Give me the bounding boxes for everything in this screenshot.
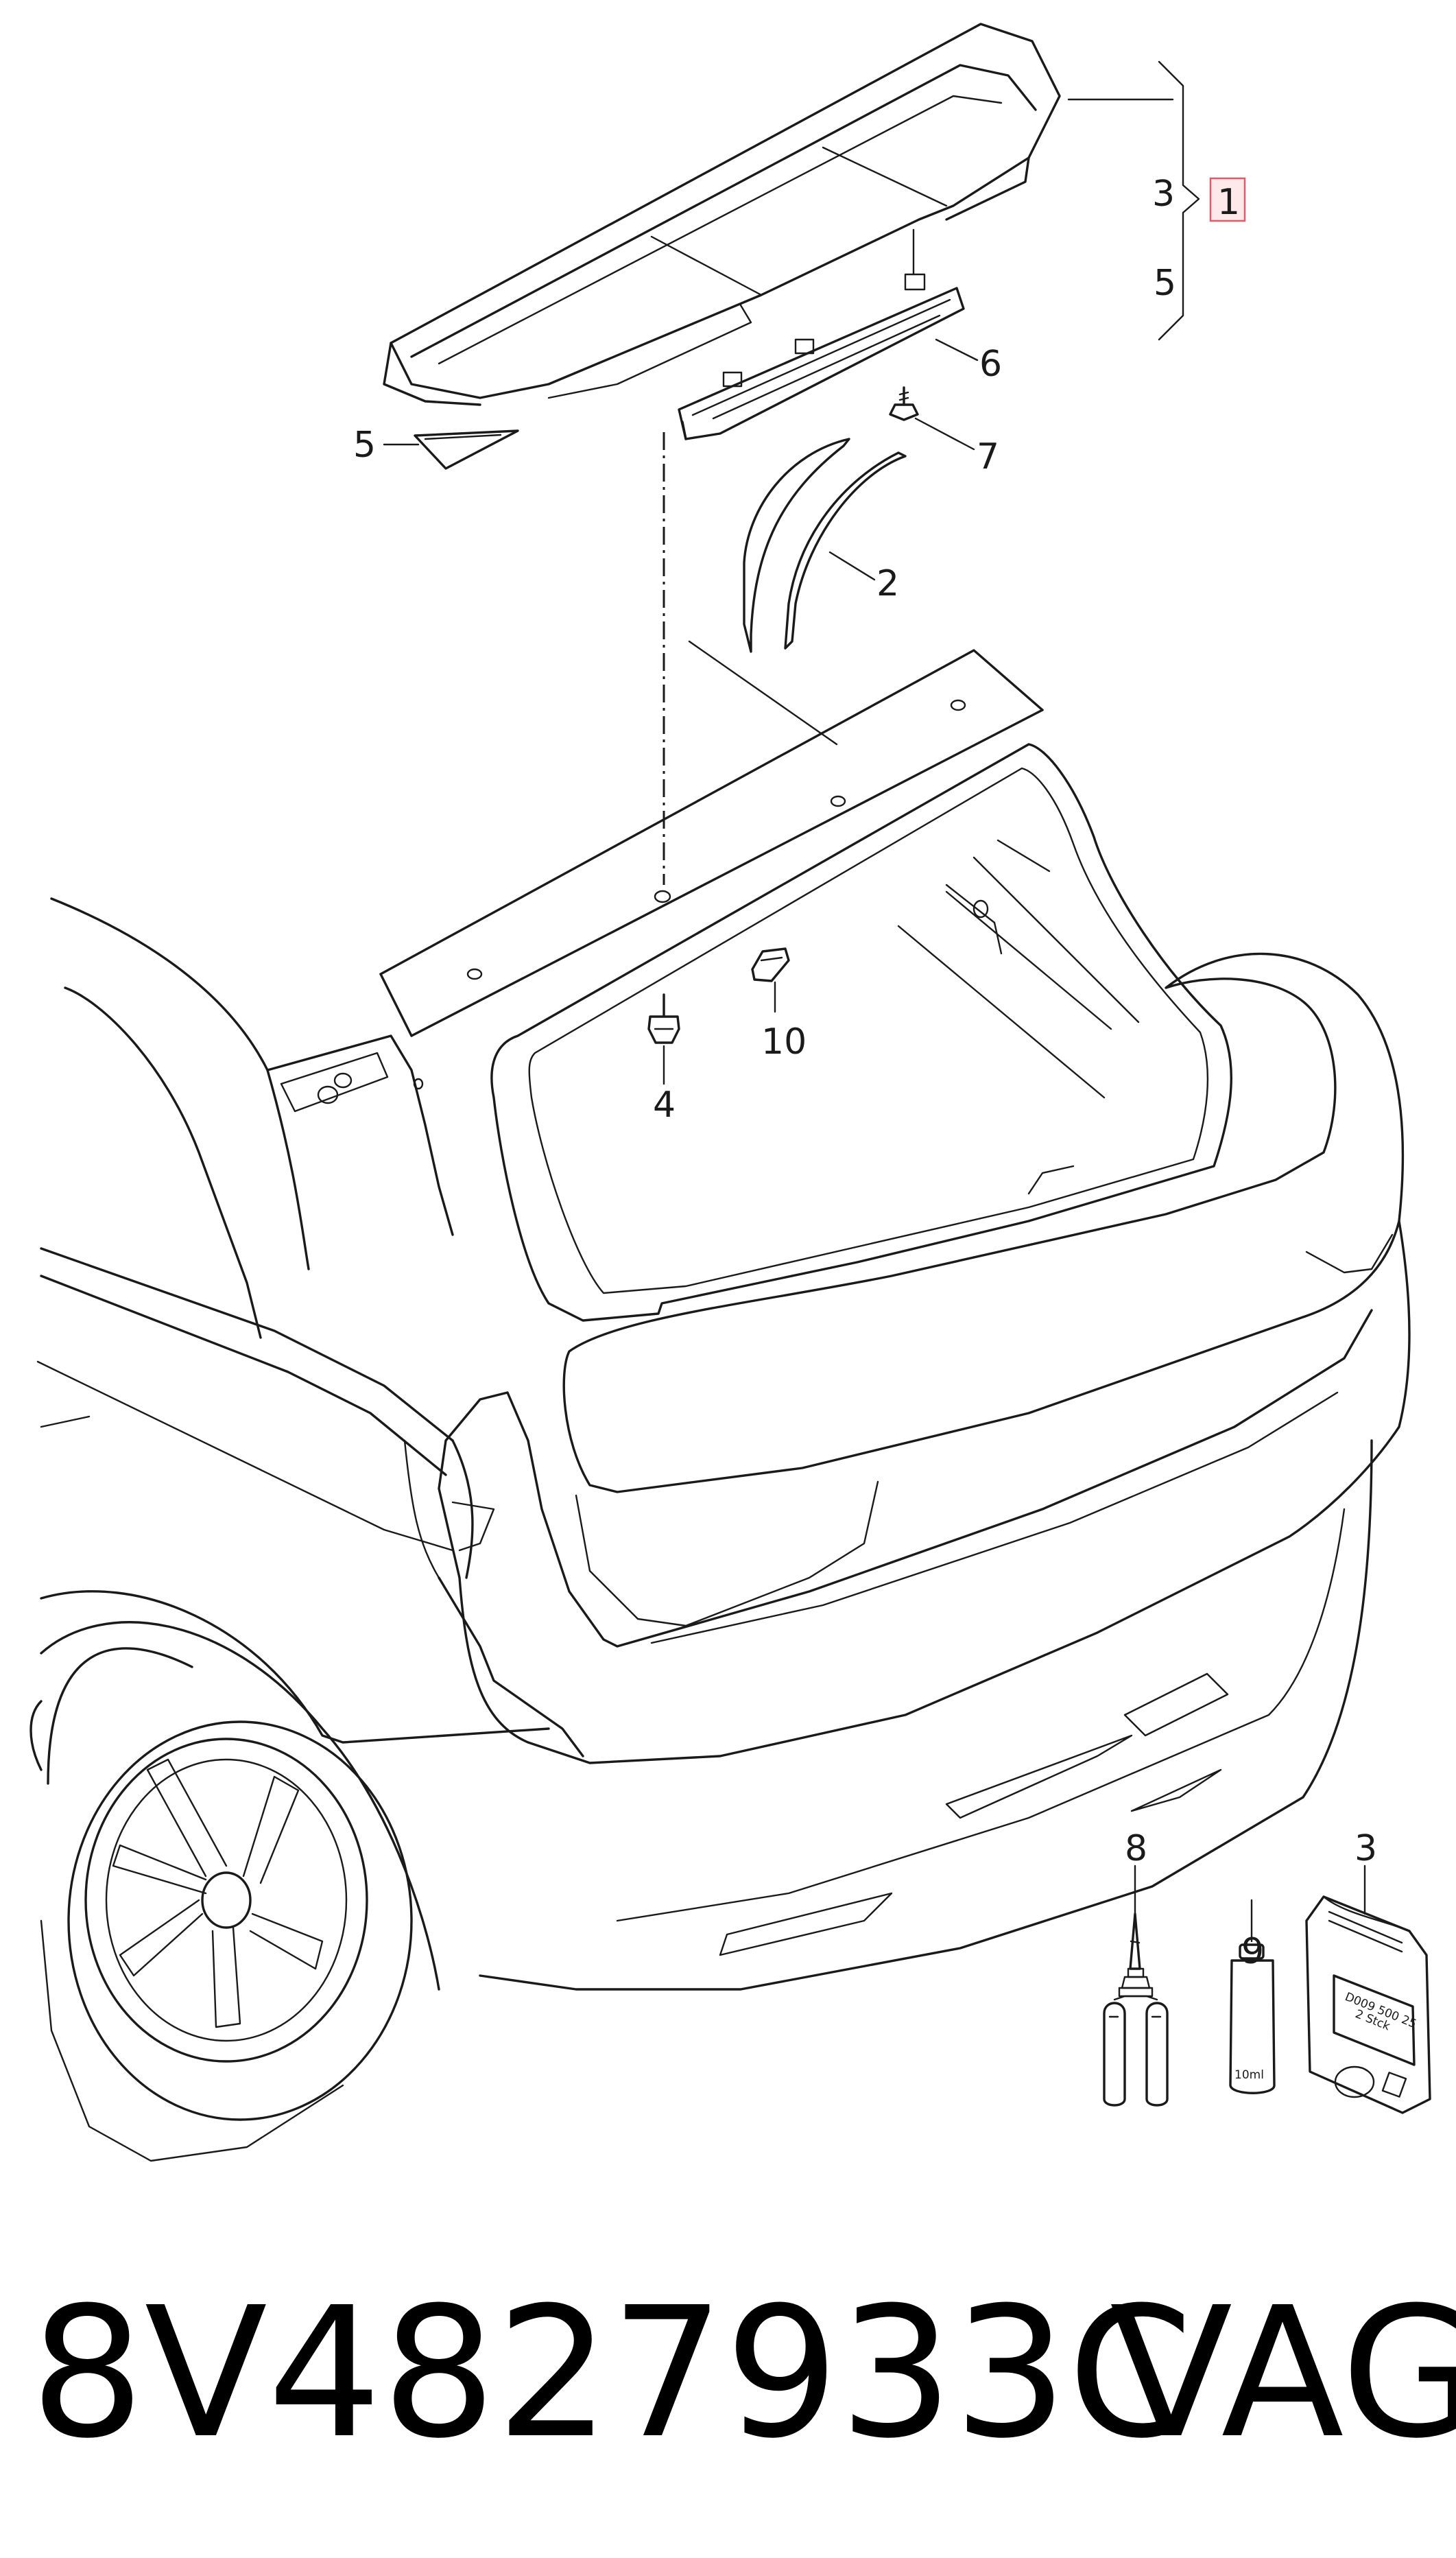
rear-wheel	[29, 1621, 440, 2162]
callout-1-highlight-box	[1209, 177, 1246, 222]
part-number: 8V4827933C	[30, 2269, 1193, 2478]
callout-5-top: 5	[1154, 263, 1176, 304]
rear-window	[490, 743, 1232, 1322]
bottle-label: 10ml	[1234, 2068, 1264, 2082]
adhesive-package-part: D009 500 25 2 Stck	[1305, 1895, 1431, 2114]
clip-part	[647, 993, 680, 1044]
tailgate-roof-edge	[379, 640, 1044, 1037]
leader-lines	[383, 60, 1366, 1943]
callout-5-left: 5	[353, 425, 376, 466]
callout-6: 6	[979, 344, 1002, 385]
callout-4: 4	[653, 1085, 676, 1126]
adhesive-cartridge-part	[1103, 1912, 1169, 2107]
callout-3-package: 3	[1354, 1828, 1377, 1869]
side-body	[36, 897, 584, 1757]
brand-name: VAG	[1110, 2269, 1456, 2478]
spoiler-part	[383, 23, 1061, 406]
washer-nozzle-part	[751, 947, 790, 982]
rear-body	[438, 952, 1411, 1991]
callout-3-top: 3	[1152, 174, 1175, 215]
callout-7: 7	[977, 436, 999, 477]
seal-strip-part	[743, 438, 907, 653]
footer-line: 8V4827933C VAG	[0, 2271, 1456, 2476]
callout-10: 10	[761, 1021, 807, 1063]
callout-9: 9	[1241, 1931, 1264, 1972]
callout-1: 1	[1217, 182, 1240, 223]
callout-2: 2	[876, 563, 899, 604]
callout-8: 8	[1125, 1828, 1147, 1869]
screw-part	[889, 386, 919, 421]
primer-bottle-part: 10ml	[1229, 1943, 1276, 2094]
brake-light-part	[678, 228, 965, 440]
spoiler-end-piece	[414, 429, 519, 470]
